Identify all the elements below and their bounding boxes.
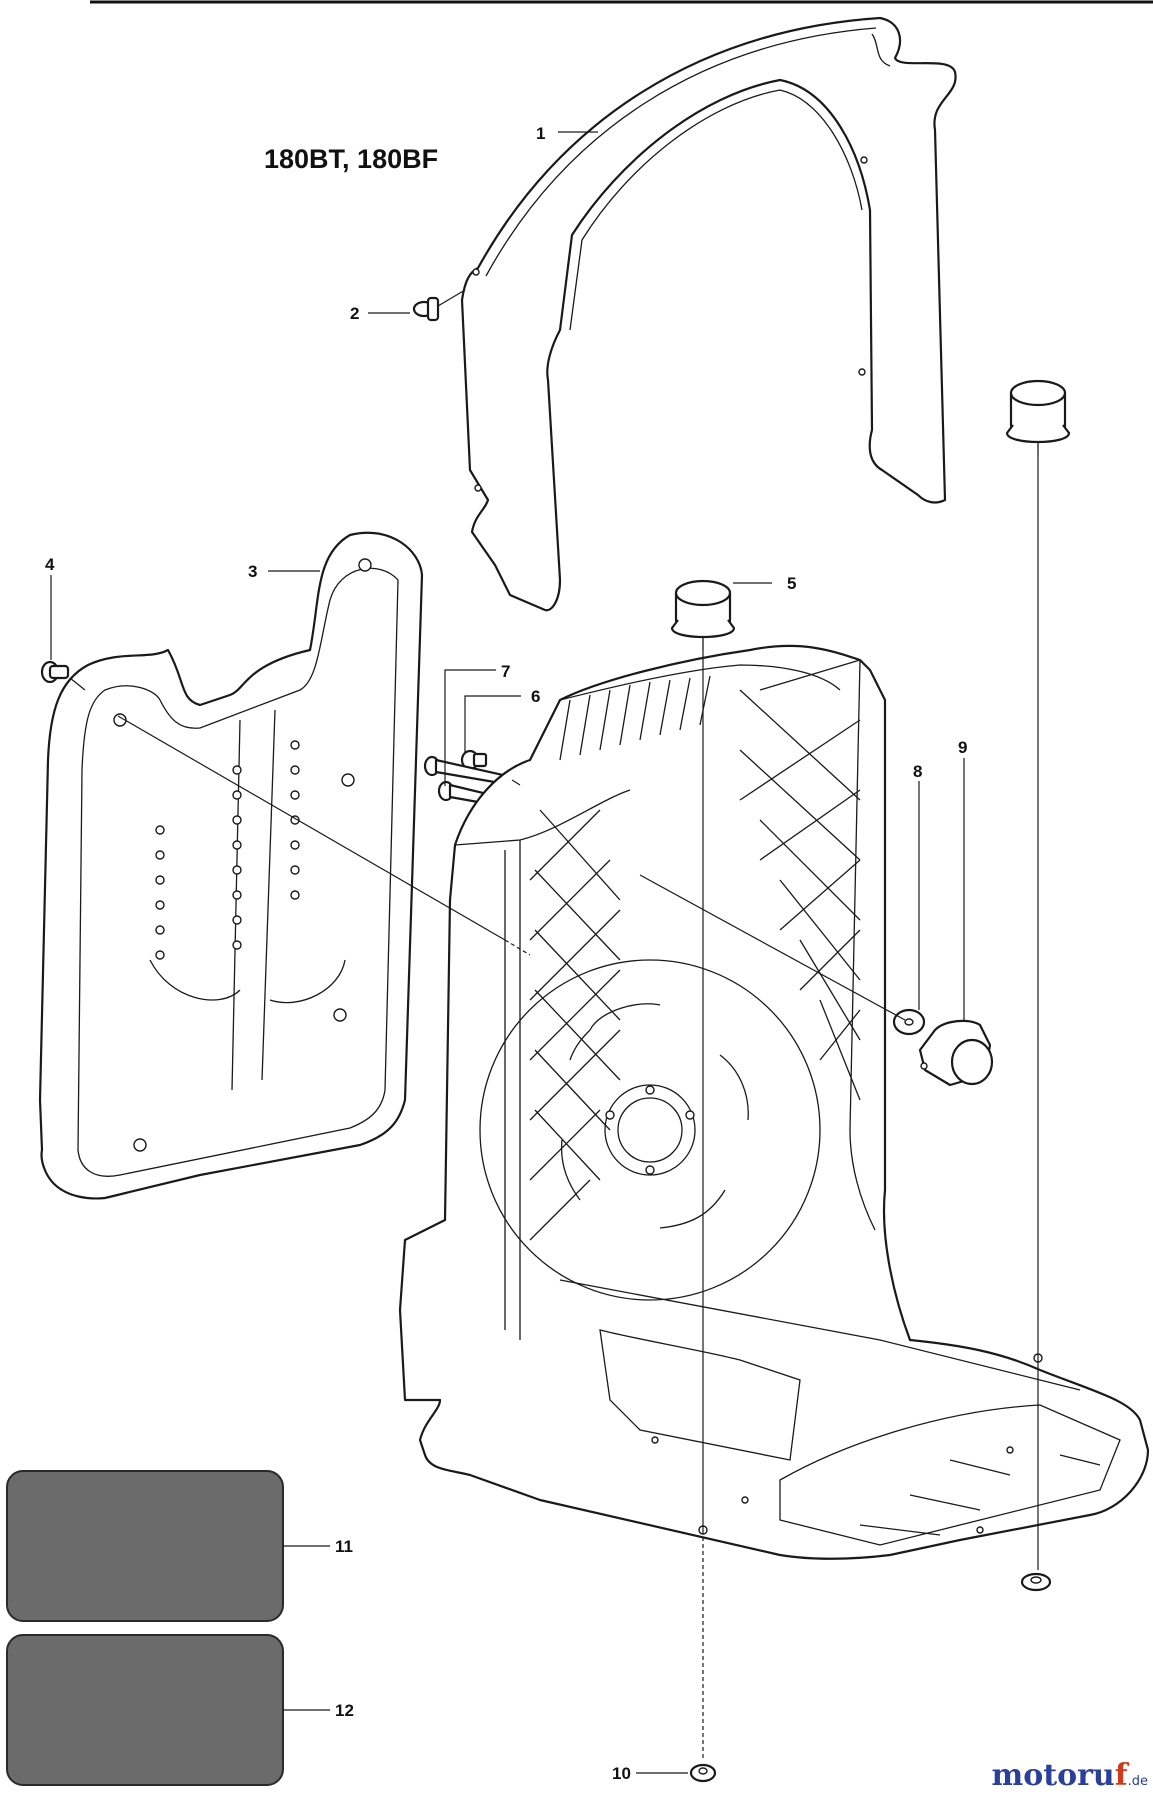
part-9-rubber-mount: [918, 1019, 994, 1087]
callout-9: 9: [958, 738, 967, 757]
callout-2: 2: [350, 304, 359, 323]
callout-10: 10: [612, 1764, 631, 1783]
callout-8: 8: [913, 762, 922, 781]
cover-holes: [155, 740, 300, 960]
part-3-back-cover: [38, 531, 424, 1200]
watermark-accent: f: [1115, 1758, 1130, 1793]
part-1-frame-bracket: [460, 16, 957, 612]
assembly-lines: [69, 455, 1039, 1760]
part-6-bolt: [423, 749, 514, 787]
callout-4: 4: [45, 555, 55, 574]
diagram-title: 180BT, 180BF: [264, 144, 438, 174]
part-8-washer: [892, 1008, 926, 1036]
callout-5: 5: [787, 574, 796, 593]
callout-1: 1: [536, 124, 545, 143]
part-foot-right: [1020, 1572, 1052, 1592]
callout-7: 7: [501, 662, 510, 681]
watermark-logo: motoruf.de: [991, 1758, 1148, 1793]
callout-12: 12: [335, 1701, 354, 1720]
part-4-pin: [40, 660, 70, 684]
part-10-grommet: [689, 1763, 717, 1783]
callout-6: 6: [531, 687, 540, 706]
callout-11: 11: [335, 1537, 353, 1556]
callout-leaders: [50, 131, 965, 1774]
part-11-pad: [6, 1470, 284, 1622]
watermark-main: motoru: [991, 1758, 1114, 1793]
watermark-tld: .de: [1128, 1774, 1148, 1789]
part-2-screw: [412, 289, 466, 322]
main-backpack-frame: [398, 644, 1150, 1560]
callout-3: 3: [248, 562, 257, 581]
part-damper-right: [1005, 379, 1071, 455]
part-5-damper: [670, 579, 736, 650]
svg-text:motoruf.de: motoruf.de: [991, 1758, 1148, 1793]
part-12-pad: [6, 1634, 284, 1786]
